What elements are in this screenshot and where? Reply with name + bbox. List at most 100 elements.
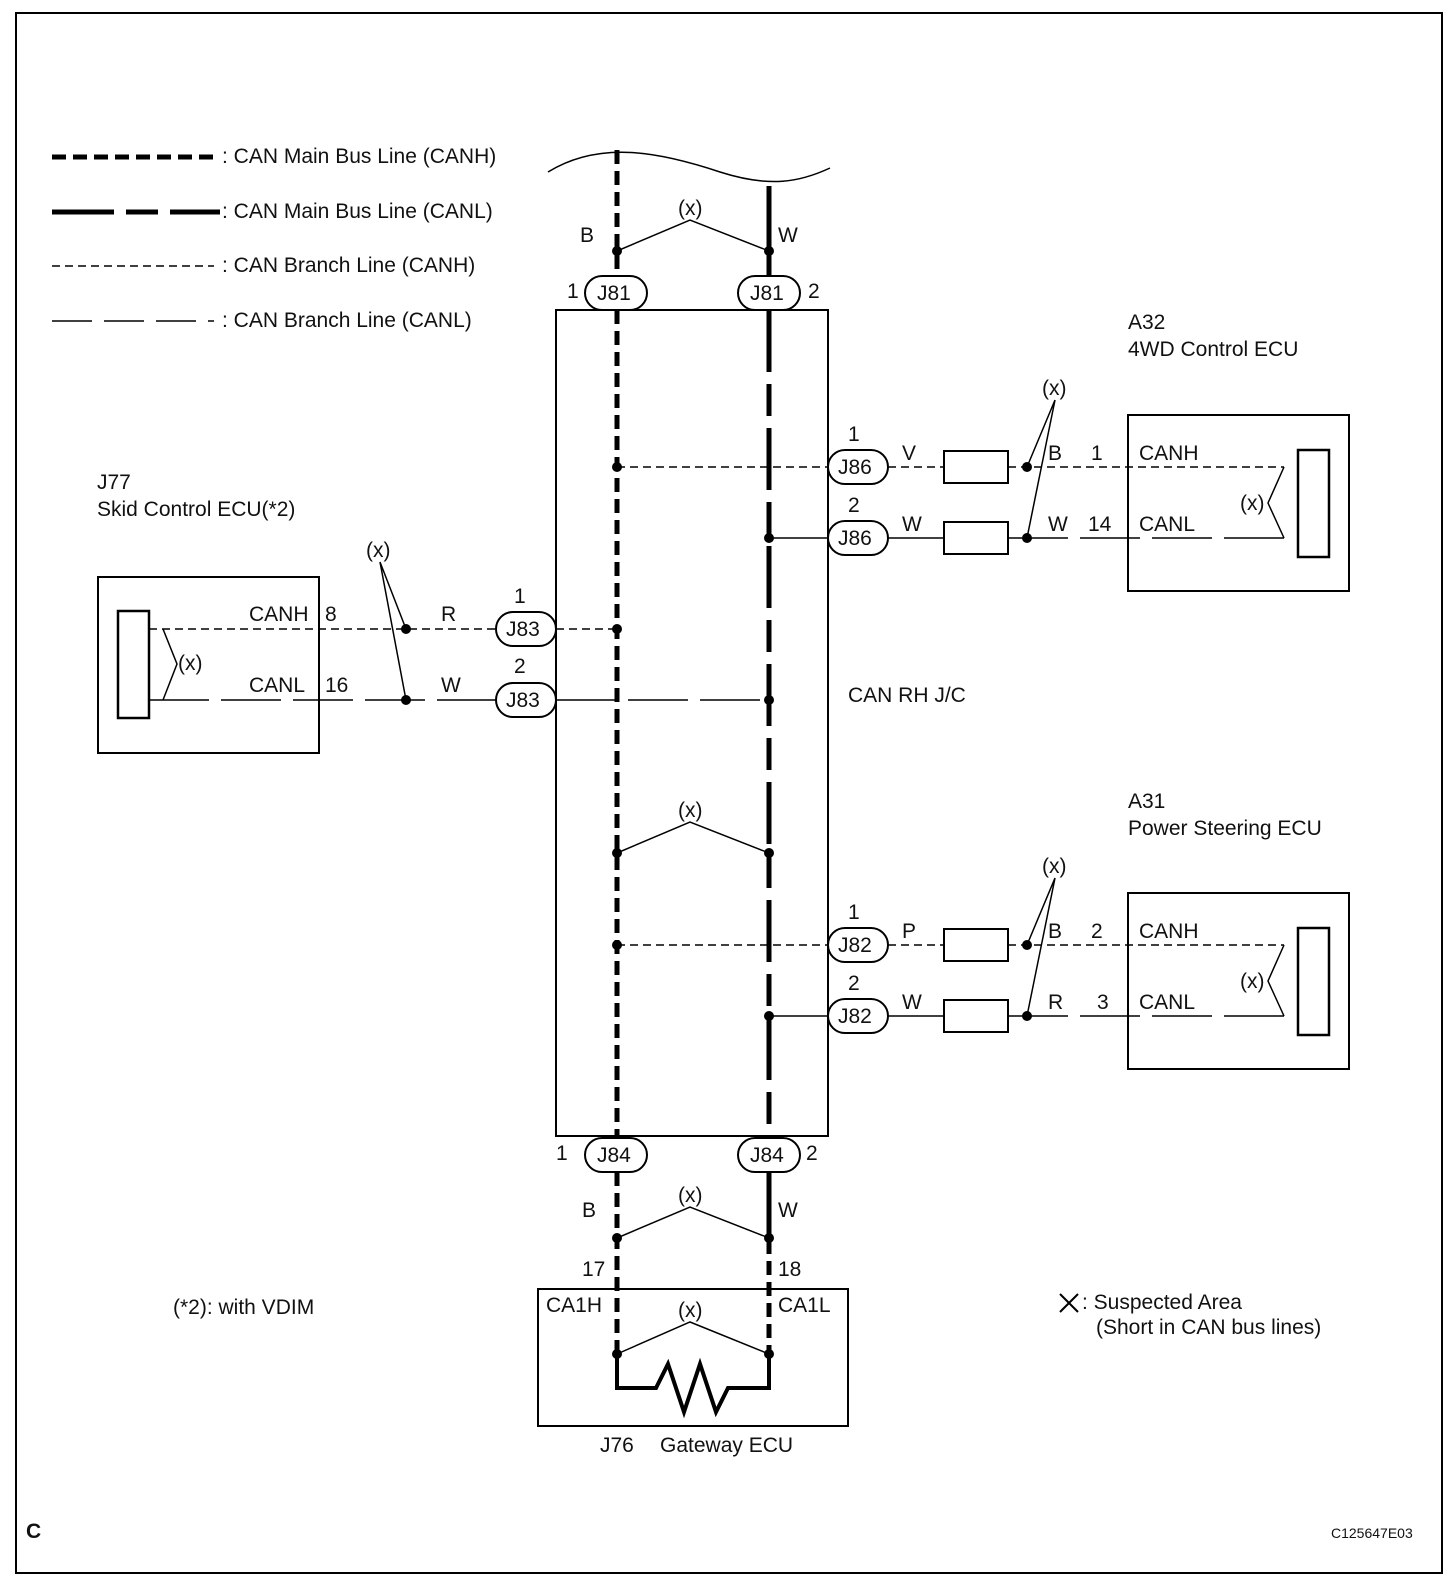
wire-color-skid-h: R bbox=[441, 603, 456, 626]
ecu-4wd-pin-l: 14 bbox=[1088, 513, 1112, 536]
gateway-term-l: CA1L bbox=[778, 1294, 831, 1317]
connector-j84-l-pin: 2 bbox=[806, 1142, 818, 1165]
j83-pin-l: 2 bbox=[514, 655, 526, 678]
connector-j83-l bbox=[495, 682, 557, 718]
ecu-4wd-canh: CANH bbox=[1139, 442, 1199, 465]
wire-color-bottom-l: W bbox=[778, 1199, 798, 1222]
wire-color-4wd-ecu-h: B bbox=[1048, 442, 1062, 465]
branch-4wd-control-ecu: A32 4WD Control ECU 1 J86 2 J86 V W (x) … bbox=[827, 311, 1350, 592]
wire-color-ps-ecu-h: B bbox=[1048, 920, 1062, 943]
wire-color-ps-jc-l: W bbox=[902, 991, 922, 1014]
suspect-mark: (x) bbox=[678, 1299, 703, 1322]
ecu-skid-pin-h: 8 bbox=[325, 603, 337, 626]
suspect-short-bottom bbox=[616, 1206, 770, 1239]
suspect-mark: (x) bbox=[1042, 855, 1067, 878]
ecu-skid-code: J77 bbox=[97, 471, 131, 494]
wire-color-4wd-jc-l: W bbox=[902, 513, 922, 536]
suspect-short-top bbox=[616, 219, 770, 252]
suspect-short-skid-wire bbox=[379, 561, 407, 701]
legend-main-canh-label: : CAN Main Bus Line (CANH) bbox=[222, 145, 496, 168]
connector-j86-h-label: J86 bbox=[838, 456, 872, 479]
ecu-ps-canh: CANH bbox=[1139, 920, 1199, 943]
wire-color-ps-jc-h: P bbox=[902, 920, 916, 943]
junction-block-4wd-h bbox=[943, 450, 1009, 484]
connector-j83-h-label: J83 bbox=[506, 618, 540, 641]
suspect-short-gateway bbox=[616, 1321, 770, 1355]
connector-j86-l-label: J86 bbox=[838, 527, 872, 550]
legend-branch-canh-label: : CAN Branch Line (CANH) bbox=[222, 254, 475, 277]
connector-j81-l-label: J81 bbox=[750, 282, 784, 305]
gateway-pin-l: 18 bbox=[778, 1258, 801, 1281]
ecu-4wd-transceiver bbox=[1296, 448, 1331, 559]
wire-color-skid-l: W bbox=[441, 674, 461, 697]
connector-j81-h-pin: 1 bbox=[567, 280, 579, 303]
ecu-skid-canh: CANH bbox=[249, 603, 309, 626]
connector-j82-h-label: J82 bbox=[838, 934, 872, 957]
j86-pin-l: 2 bbox=[848, 494, 860, 517]
ecu-ps-transceiver bbox=[1296, 926, 1331, 1037]
figure-code: C125647E03 bbox=[1331, 1525, 1413, 1541]
j82-pin-h: 1 bbox=[848, 901, 860, 924]
ecu-ps-pin-l: 3 bbox=[1097, 991, 1109, 1014]
j86-pin-h: 1 bbox=[848, 423, 860, 446]
connector-j83-h bbox=[495, 611, 557, 647]
connector-j84-h-pin: 1 bbox=[556, 1142, 568, 1165]
ecu-4wd-code: A32 bbox=[1128, 311, 1165, 334]
ecu-skid-name: Skid Control ECU(*2) bbox=[97, 498, 295, 521]
termination-resistor-icon bbox=[615, 1354, 771, 1419]
page-frame bbox=[15, 12, 1443, 1574]
ecu-skid-box bbox=[97, 576, 320, 754]
ecu-4wd-pin-h: 1 bbox=[1091, 442, 1103, 465]
top-section: (x) B W J81 1 J81 2 bbox=[547, 150, 831, 311]
wire-color-ps-ecu-l: R bbox=[1048, 991, 1063, 1014]
ecu-ps-name: Power Steering ECU bbox=[1128, 817, 1322, 840]
suspect-short-ps-wire bbox=[1026, 877, 1056, 1017]
corner-letter: C bbox=[26, 1520, 41, 1543]
junction-block-ps-h bbox=[943, 928, 1009, 962]
footnote-vdim: (*2): with VDIM bbox=[173, 1296, 314, 1319]
suspect-mark: (x) bbox=[1240, 970, 1265, 993]
wire-color-4wd-jc-h: V bbox=[902, 442, 916, 465]
suspect-mark: (x) bbox=[678, 197, 703, 220]
suspect-mark: (x) bbox=[178, 652, 203, 675]
ecu-skid-pin-l: 16 bbox=[325, 674, 348, 697]
ecu-ps-code: A31 bbox=[1128, 790, 1165, 813]
wire-color-4wd-ecu-l: W bbox=[1048, 513, 1068, 536]
ecu-4wd-canl: CANL bbox=[1139, 513, 1195, 536]
connector-j84-h-label: J84 bbox=[597, 1144, 631, 1167]
ecu-ps-canl: CANL bbox=[1139, 991, 1195, 1014]
gateway-ecu-code: J76 bbox=[600, 1434, 634, 1457]
legend-branch-canl-label: : CAN Branch Line (CANL) bbox=[222, 309, 472, 332]
junction-label: CAN RH J/C bbox=[848, 684, 966, 707]
connector-j81-h-label: J81 bbox=[597, 282, 631, 305]
suspect-short-skid-internal bbox=[162, 628, 178, 701]
junction-box bbox=[555, 309, 829, 1137]
suspect-mark: (x) bbox=[678, 1184, 703, 1207]
can-rh-junction-connector: CAN RH J/C (x) bbox=[555, 309, 966, 1137]
suspect-short-inner bbox=[616, 821, 770, 854]
ecu-4wd-name: 4WD Control ECU bbox=[1128, 338, 1298, 361]
gateway-ecu-name: Gateway ECU bbox=[660, 1434, 793, 1457]
suspected-area-label: : Suspected Area bbox=[1082, 1291, 1242, 1314]
branch-skid-control-ecu: J77 Skid Control ECU(*2) (x) CANH CANL 8… bbox=[97, 471, 557, 754]
wire-color-top-h: B bbox=[580, 224, 594, 247]
connector-j82-l-label: J82 bbox=[838, 1005, 872, 1028]
wire-break-mark bbox=[547, 151, 831, 183]
ecu-ps-box bbox=[1127, 892, 1350, 1070]
suspect-short-4wd-wire bbox=[1026, 399, 1056, 539]
suspect-mark: (x) bbox=[1240, 492, 1265, 515]
wire-color-bottom-h: B bbox=[582, 1199, 596, 1222]
cross-mark-icon-stroke bbox=[1059, 1293, 1079, 1313]
suspected-area-detail: (Short in CAN bus lines) bbox=[1096, 1316, 1321, 1339]
suspect-mark: (x) bbox=[1042, 377, 1067, 400]
junction-block-ps-l bbox=[943, 999, 1009, 1033]
suspect-mark: (x) bbox=[366, 539, 391, 562]
suspect-short-ps-internal bbox=[1267, 944, 1285, 1017]
bottom-section: J84 1 J84 2 B W (x) 17 18 CA1H CA1L (x) … bbox=[537, 1137, 849, 1457]
gateway-pin-h: 17 bbox=[582, 1258, 605, 1281]
splice-dot bbox=[764, 695, 774, 705]
branch-power-steering-ecu: A31 Power Steering ECU 1 J82 2 J82 P W (… bbox=[827, 790, 1350, 1070]
ecu-ps-pin-h: 2 bbox=[1091, 920, 1103, 943]
j82-pin-l: 2 bbox=[848, 972, 860, 995]
